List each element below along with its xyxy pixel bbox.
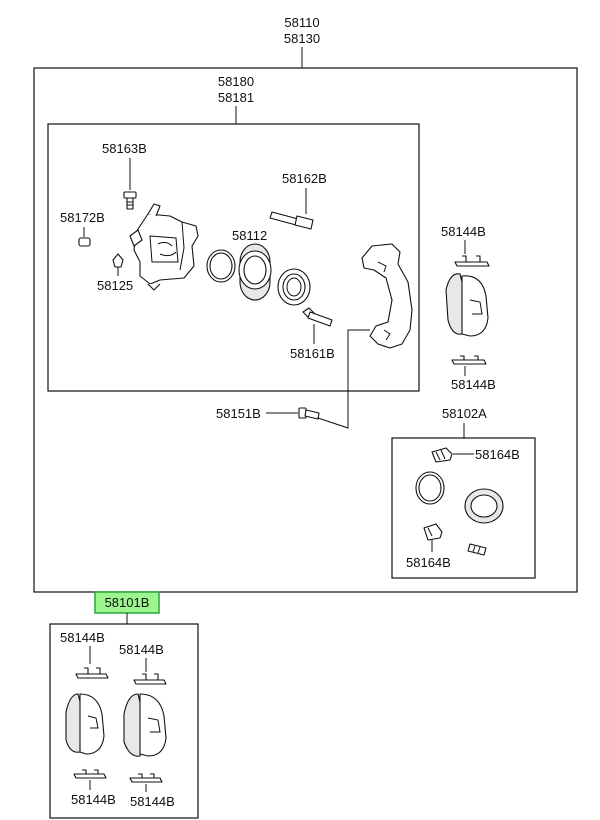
label-58163b[interactable]: 58163B bbox=[102, 141, 147, 156]
pad-right-icon bbox=[445, 273, 489, 337]
boot-top-icon bbox=[431, 447, 453, 463]
seal-kit-frame bbox=[391, 437, 536, 579]
label-58144b-kit-bl[interactable]: 58144B bbox=[71, 792, 116, 807]
label-58144b-lower[interactable]: 58144B bbox=[451, 377, 496, 392]
shim-lower-icon bbox=[451, 355, 487, 365]
label-58144b-kit-br[interactable]: 58144B bbox=[130, 794, 175, 809]
seal-ring-icon bbox=[206, 249, 236, 283]
nipple-58125-icon bbox=[112, 253, 124, 268]
caliper-housing-icon bbox=[129, 203, 199, 291]
kit-seal-ring-icon bbox=[415, 471, 445, 505]
label-58161b[interactable]: 58161B bbox=[290, 346, 335, 361]
seal-kit-label[interactable]: 58102A bbox=[442, 406, 487, 421]
kit-shim-tl-icon bbox=[75, 667, 109, 679]
boot-bottom-icon bbox=[423, 523, 443, 541]
label-58151b[interactable]: 58151B bbox=[216, 406, 261, 421]
cap-58172b-icon bbox=[78, 237, 91, 247]
caliper-frame bbox=[47, 123, 420, 392]
pin-bolt-58161b-icon bbox=[302, 307, 333, 327]
assembly-frame bbox=[33, 67, 578, 593]
bracket-icon bbox=[361, 243, 413, 349]
boot-icon bbox=[277, 268, 311, 306]
kit-pad-right-icon bbox=[123, 693, 167, 757]
kit-shim-br-icon bbox=[129, 773, 163, 783]
label-58144b-upper[interactable]: 58144B bbox=[441, 224, 486, 239]
label-58172b[interactable]: 58172B bbox=[60, 210, 105, 225]
label-58162b[interactable]: 58162B bbox=[282, 171, 327, 186]
label-58125[interactable]: 58125 bbox=[97, 278, 133, 293]
kit-boot-icon bbox=[464, 488, 504, 524]
assembly-label-2[interactable]: 58130 bbox=[284, 31, 320, 46]
pad-kit-frame bbox=[49, 623, 199, 819]
label-58164b-top[interactable]: 58164B bbox=[475, 447, 520, 462]
label-58164b-bottom[interactable]: 58164B bbox=[406, 555, 451, 570]
kit-shim-bl-icon bbox=[73, 769, 107, 779]
bolt-58163b-icon bbox=[123, 191, 137, 210]
pad-kit-label[interactable]: 58101B bbox=[105, 595, 150, 610]
bracket-leader bbox=[317, 329, 370, 429]
caliper-label-2[interactable]: 58181 bbox=[218, 90, 254, 105]
shim-upper-icon bbox=[454, 255, 490, 267]
piston-icon bbox=[238, 243, 272, 301]
kit-shim-tr-icon bbox=[133, 673, 167, 685]
label-58112[interactable]: 58112 bbox=[232, 228, 267, 243]
guide-pin-58162b-icon bbox=[269, 211, 314, 230]
assembly-label-1[interactable]: 58110 bbox=[284, 15, 319, 30]
caliper-label-1[interactable]: 58180 bbox=[218, 74, 254, 89]
kit-pad-left-icon bbox=[65, 693, 105, 755]
small-sleeve-icon bbox=[467, 543, 487, 556]
mount-bolt-58151b-icon bbox=[298, 407, 320, 420]
label-58144b-kit-tr[interactable]: 58144B bbox=[119, 642, 164, 657]
label-58144b-kit-tl[interactable]: 58144B bbox=[60, 630, 105, 645]
